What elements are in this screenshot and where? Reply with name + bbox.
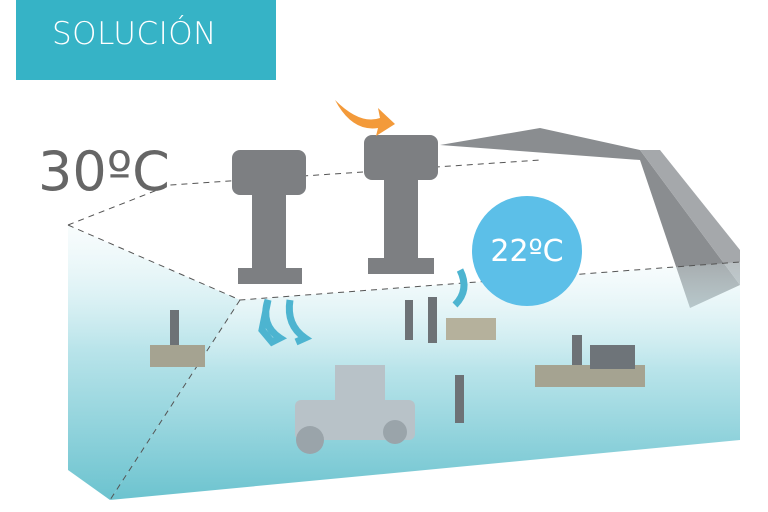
- hot-air-arrow-icon: [335, 100, 395, 136]
- roof-side: [640, 150, 740, 285]
- pallet-right: [535, 365, 645, 387]
- inside-temperature-badge: 22ºC: [472, 196, 582, 306]
- people: [170, 297, 582, 423]
- dashed-edge: [109, 299, 241, 501]
- cool-air-arrow-icon-2: [452, 268, 468, 308]
- boxes-right: [590, 345, 635, 369]
- cooling-unit-2: [364, 135, 438, 274]
- solution-banner: SOLUCIÓN: [16, 0, 276, 80]
- banner-title: SOLUCIÓN: [52, 16, 217, 52]
- cool-air-arrow-icon: [258, 298, 313, 347]
- forklift: [295, 365, 415, 454]
- table: [446, 318, 496, 340]
- outside-temperature: 30ºC: [38, 140, 170, 203]
- cooling-unit-1: [232, 150, 306, 284]
- pallet-left: [150, 345, 205, 367]
